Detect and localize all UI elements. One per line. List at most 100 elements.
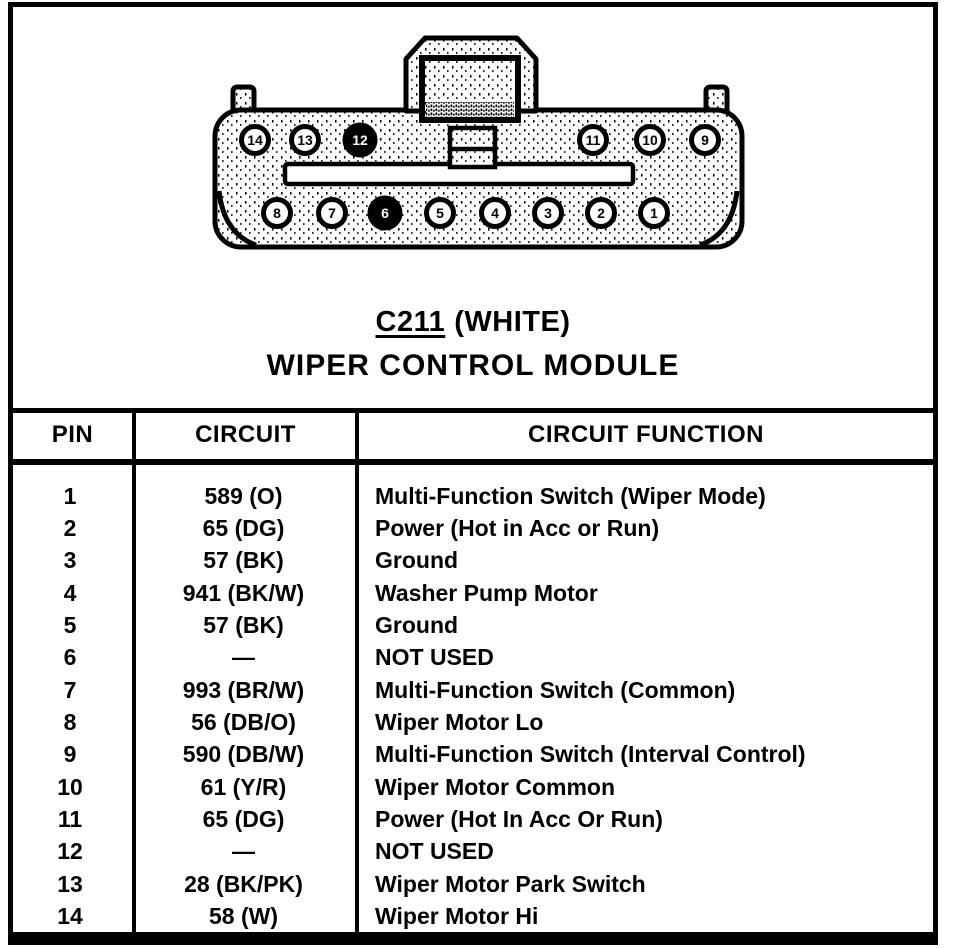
table-row: 13 28 (BK/PK) Wiper Motor Park Switch <box>8 868 933 900</box>
cell-pin: 8 <box>63 709 77 736</box>
column-header-function: CIRCUIT FUNCTION <box>528 421 764 448</box>
pin-11: 11 <box>577 124 609 156</box>
cell-pin: 10 <box>57 773 83 800</box>
pin-number-label: 4 <box>491 205 499 221</box>
pin-12: 12 <box>342 122 378 158</box>
pin-number-label: 14 <box>247 132 263 148</box>
pin-number-label: 5 <box>436 205 444 221</box>
pin-6: 6 <box>367 195 403 231</box>
column-header-circuit: CIRCUIT <box>195 421 296 448</box>
cell-function: Wiper Motor Hi <box>375 903 539 930</box>
pin-number-label: 8 <box>273 205 281 221</box>
table-row: 2 65 (DG) Power (Hot in Acc or Run) <box>8 512 933 544</box>
pin-5: 5 <box>424 197 456 229</box>
cell-pin: 7 <box>63 676 77 703</box>
table-row: 6 — NOT USED <box>8 642 933 674</box>
cell-circuit: — <box>232 644 255 671</box>
cell-function: Ground <box>375 612 459 639</box>
pin-2: 2 <box>585 197 617 229</box>
table-column-divider-2 <box>355 408 359 932</box>
pin-9: 9 <box>689 124 721 156</box>
cell-function: Multi-Function Switch (Wiper Mode) <box>375 482 766 509</box>
pin-13: 13 <box>289 124 321 156</box>
pin-number-label: 13 <box>297 132 313 148</box>
cell-circuit: 28 (BK/PK) <box>184 870 303 897</box>
cell-pin: 3 <box>63 547 77 574</box>
connector-module-title: WIPER CONTROL MODULE <box>266 349 680 382</box>
pin-number-label: 7 <box>328 205 336 221</box>
page-border-top <box>8 2 938 7</box>
table-row: 11 65 (DG) Power (Hot In Acc Or Run) <box>8 803 933 835</box>
pin-7: 7 <box>316 197 348 229</box>
pin-number-label: 6 <box>381 205 389 221</box>
cell-pin: 4 <box>63 579 77 606</box>
pin-3: 3 <box>532 197 564 229</box>
cell-circuit: 993 (BR/W) <box>182 676 305 703</box>
table-row: 4 941 (BK/W) Washer Pump Motor <box>8 577 933 609</box>
table-row: 8 56 (DB/O) Wiper Motor Lo <box>8 706 933 738</box>
cell-function: Wiper Motor Lo <box>375 709 544 736</box>
table-row: 1 589 (O) Multi-Function Switch (Wiper Mod… <box>8 480 933 512</box>
cell-function: Ground <box>375 547 459 574</box>
housing-foot-left <box>216 190 257 248</box>
table-row: 14 58 (W) Wiper Motor Hi <box>8 900 933 932</box>
page-border-right <box>933 2 938 944</box>
cell-pin: 11 <box>57 806 83 833</box>
connector-color-note: (WHITE) <box>454 306 571 338</box>
cell-pin: 6 <box>63 644 77 671</box>
cell-circuit: 56 (DB/O) <box>191 709 296 736</box>
cell-function: NOT USED <box>375 838 494 865</box>
cell-pin: 13 <box>57 870 83 897</box>
table-row: 7 993 (BR/W) Multi-Function Switch (Common… <box>8 674 933 706</box>
connector-label: C211 <box>375 306 446 338</box>
pin-number-label: 11 <box>586 132 601 148</box>
table-column-divider-1 <box>132 408 136 932</box>
pin-number-label: 12 <box>352 132 368 148</box>
cell-function: Power (Hot in Acc or Run) <box>375 515 660 542</box>
page-border-left <box>8 2 13 944</box>
cell-circuit: 58 (W) <box>209 903 278 930</box>
cell-circuit: 589 (O) <box>204 482 283 509</box>
cell-pin: 2 <box>63 515 77 542</box>
connector-lock-window-shade <box>426 102 514 117</box>
pin-number-label: 10 <box>642 132 658 148</box>
cell-function: Multi-Function Switch (Interval Control) <box>375 741 806 768</box>
housing-foot-right <box>699 190 740 248</box>
table-row: 3 57 (BK) Ground <box>8 545 933 577</box>
table-row: 9 590 (DB/W) Multi-Function Switch (Interv… <box>8 739 933 771</box>
pin-10: 10 <box>634 124 666 156</box>
connector-title-line: C211(WHITE) <box>8 306 938 339</box>
page-border-bottom <box>8 932 938 945</box>
pin-4: 4 <box>479 197 511 229</box>
cell-pin: 14 <box>57 903 83 930</box>
cell-pin: 12 <box>57 838 83 865</box>
cell-function: Washer Pump Motor <box>375 579 598 606</box>
cell-function: Power (Hot In Acc Or Run) <box>375 806 663 833</box>
column-header-pin: PIN <box>51 421 94 448</box>
cell-circuit: 590 (DB/W) <box>182 741 305 768</box>
pin-number-label: 3 <box>544 205 552 221</box>
cell-function: Wiper Motor Common <box>375 773 615 800</box>
cell-circuit: 57 (BK) <box>203 547 284 574</box>
cell-function: NOT USED <box>375 644 494 671</box>
cell-circuit: 57 (BK) <box>203 612 284 639</box>
cell-function: Wiper Motor Park Switch <box>375 870 646 897</box>
cell-pin: 1 <box>63 482 77 509</box>
cell-pin: 9 <box>63 741 77 768</box>
cell-circuit: 941 (BK/W) <box>182 579 305 606</box>
table-rule-header-bottom <box>8 459 938 465</box>
pin-8: 8 <box>261 197 293 229</box>
cell-circuit: 65 (DG) <box>202 515 285 542</box>
table-rule-top <box>8 408 938 413</box>
table-row: 12—NOT USED <box>8 836 933 868</box>
pin-number-label: 9 <box>701 132 709 148</box>
pin-1: 1 <box>638 197 670 229</box>
pinout-table-body: 1 589 (O) Multi-Function Switch (Wiper Mod… <box>8 480 933 933</box>
cell-circuit: 65 (DG) <box>202 806 285 833</box>
pin-14: 14 <box>239 124 271 156</box>
cell-function: Multi-Function Switch (Common) <box>375 676 736 703</box>
